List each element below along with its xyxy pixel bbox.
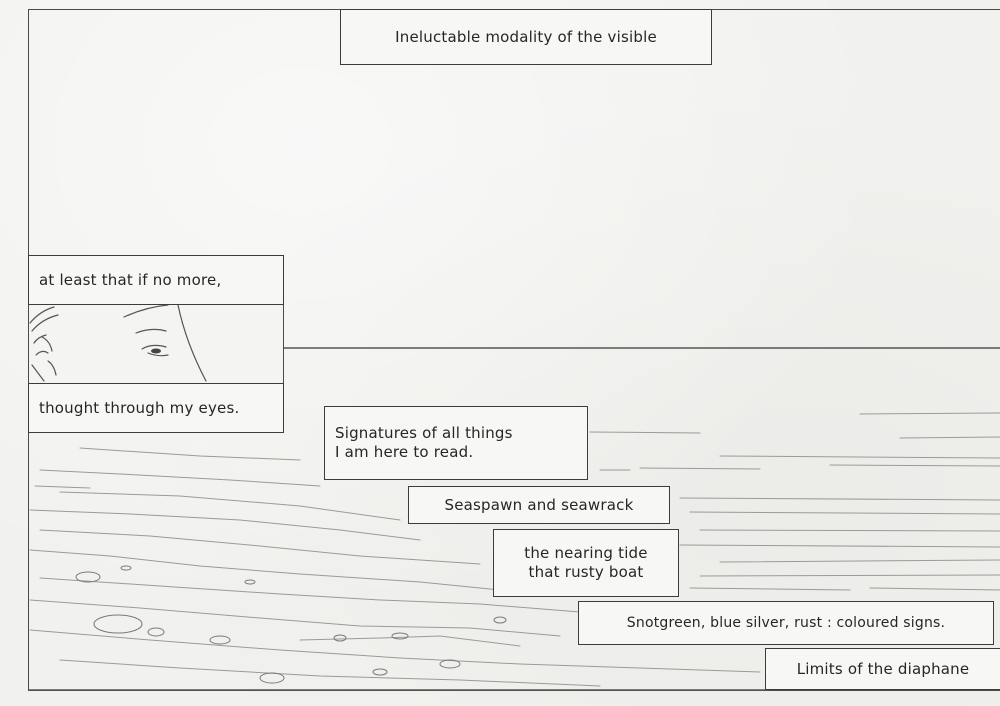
caption-snotgreen: Snotgreen, blue silver, rust : coloured …: [578, 601, 994, 645]
caption-signatures: Signatures of all things I am here to re…: [324, 406, 588, 480]
caption-at-least-text: at least that if no more,: [39, 270, 222, 289]
caption-thought: thought through my eyes.: [28, 383, 284, 433]
face-panel: [28, 303, 284, 385]
caption-ineluctable-text: Ineluctable modality of the visible: [395, 27, 657, 46]
caption-seaspawn: Seaspawn and seawrack: [408, 486, 670, 524]
pebbles: [75, 565, 507, 684]
caption-signatures-line-2: I am here to read.: [335, 443, 474, 461]
caption-seaspawn-text: Seaspawn and seawrack: [444, 495, 634, 514]
face-drawing: [29, 304, 207, 382]
caption-ineluctable: Ineluctable modality of the visible: [340, 9, 712, 65]
caption-limits-text: Limits of the diaphane: [796, 659, 970, 678]
caption-signatures-line-1: Signatures of all things: [335, 424, 513, 442]
sea-strokes: [29, 412, 1000, 687]
caption-tide-line-2: that rusty boat: [528, 563, 644, 581]
caption-snotgreen-text: Snotgreen, blue silver, rust : coloured …: [626, 614, 946, 631]
caption-thought-text: thought through my eyes.: [39, 398, 240, 417]
caption-tide-line-1: the nearing tide: [524, 544, 648, 562]
caption-at-least: at least that if no more,: [28, 255, 284, 305]
caption-limits: Limits of the diaphane: [765, 648, 1000, 690]
caption-tide: the nearing tide that rusty boat: [493, 529, 679, 597]
